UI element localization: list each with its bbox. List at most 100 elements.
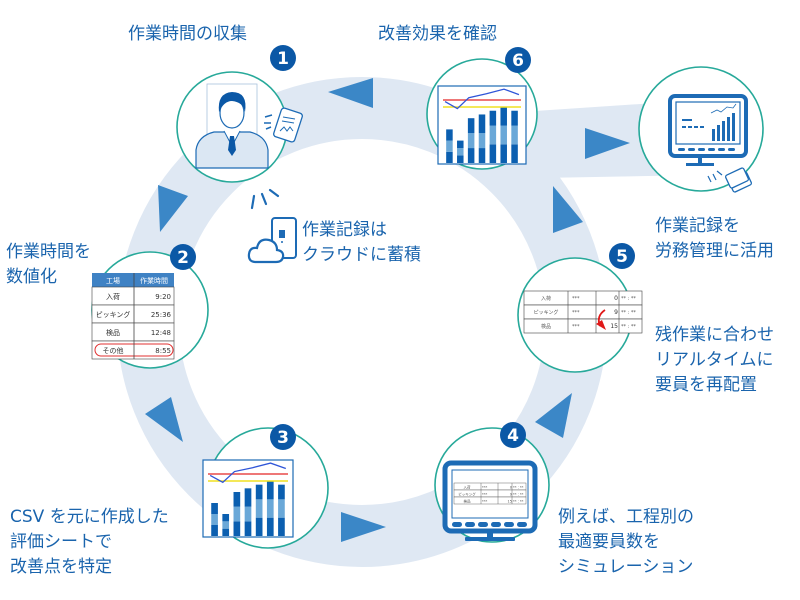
chart-bar-segment: [244, 488, 252, 507]
center-label: 作業記録は クラウドに蓄積: [302, 218, 421, 268]
chart-bar-segment: [266, 499, 274, 518]
table-row: [91, 340, 175, 360]
table-cell-time: ** : **: [513, 500, 524, 504]
chart-bar-segment: [446, 140, 453, 152]
table-cell-time: 12:48: [151, 329, 171, 337]
chart-bar-segment: [233, 506, 241, 522]
monitor-base: [465, 537, 515, 541]
signal-line: [250, 194, 256, 210]
chart-bar-segment: [489, 110, 497, 126]
table-cell-task: その他: [103, 346, 124, 355]
monitor-button: [465, 522, 475, 527]
monitor-screen: [675, 101, 741, 145]
badge-circle: [270, 424, 296, 450]
arrow-2-to-3: [145, 397, 183, 442]
table-cell-time: ** : **: [621, 310, 636, 316]
tablet-line: [282, 116, 296, 120]
monitor-stand: [487, 531, 493, 538]
monitor-stand: [698, 156, 702, 164]
screen-bar: [712, 129, 715, 141]
signal-line: [707, 175, 712, 183]
badge-number: 3: [277, 428, 289, 448]
side-line-2: 労務管理に活用: [655, 241, 774, 261]
table-cell-count: 9: [614, 309, 618, 316]
chart-bar-segment: [266, 481, 274, 500]
chart-bar-segment: [489, 144, 497, 163]
step-6-badge: 6: [505, 47, 531, 73]
arrow-6-to-side: [585, 128, 630, 159]
screen-bar: [722, 121, 725, 141]
table-cell-mask: ***: [572, 310, 580, 316]
screen-bar: [727, 117, 730, 141]
chart-bar-segment: [478, 148, 486, 163]
table-cell-task: 入荷: [541, 295, 551, 302]
person-tie: [228, 136, 236, 156]
step-6-title: 改善効果を確認: [378, 24, 497, 44]
step-4-line-1: 例えば、工程別の: [558, 507, 694, 527]
table-cell-time: ** : **: [513, 486, 524, 490]
step-5-line-2: リアルタイムに: [655, 350, 774, 370]
chart-bar-segment: [467, 118, 475, 134]
step-3-line-3: 改善点を特定: [10, 557, 112, 577]
monitor-button: [517, 522, 527, 527]
step-4-label: 例えば、工程別の 最適要員数を シミュレーション: [558, 505, 694, 580]
table-cell-mask: ***: [482, 486, 488, 490]
badge-circle: [505, 47, 531, 73]
chart-bar-segment: [244, 506, 252, 522]
document-stack: [724, 167, 750, 189]
monitor-base: [686, 163, 714, 166]
chart-bar-segment: [233, 521, 241, 536]
monitor-button: [504, 522, 514, 527]
step-3-line-1: CSV を元に作成した: [10, 507, 169, 527]
table-cell-mask: ***: [482, 500, 488, 504]
arrow-1-to-2: [158, 185, 188, 232]
step-3-label: CSV を元に作成した 評価シートで 改善点を特定: [10, 505, 169, 580]
chart-bar-segment: [211, 503, 218, 514]
chart-bar-segment: [478, 133, 486, 149]
flow-arrows: [145, 78, 630, 542]
table-row: [453, 496, 527, 505]
table-cell-task: ピッキング: [534, 309, 559, 316]
cloud: [247, 238, 285, 264]
step-3-circle: 3: [202, 424, 329, 549]
step-4-badge: 4: [500, 422, 526, 448]
step-1-badge: 1: [270, 45, 296, 71]
tablet: [273, 107, 303, 143]
chart-bar-segment: [222, 514, 230, 522]
table-cell-count: 0: [614, 295, 618, 302]
chart-bar-segment: [500, 125, 507, 145]
table-cell-count: 15: [508, 500, 512, 504]
signal-line: [712, 173, 717, 181]
chart-bar-segment: [500, 144, 507, 163]
signal-line: [716, 170, 723, 176]
center-line-1: 作業記録は: [302, 220, 387, 240]
monitor-button: [718, 148, 725, 151]
chart-bar-segment: [255, 499, 263, 518]
table-cell-time: ** : **: [621, 324, 636, 330]
tablet-line: [281, 120, 295, 124]
table-cell-task: 入荷: [106, 292, 120, 301]
table-cell-time: ** : **: [621, 296, 636, 302]
screen-bar: [717, 125, 720, 141]
badge-number: 4: [507, 426, 519, 446]
chart-bar-segment: [500, 107, 507, 126]
chart-bar-segment: [467, 148, 475, 163]
chart-bar-segment: [222, 521, 230, 529]
badge-circle: [500, 422, 526, 448]
chart-bar-segment: [446, 151, 453, 163]
step-1-label: 作業時間の収集: [128, 22, 247, 47]
monitor-button: [478, 522, 488, 527]
badge-circle: [170, 244, 196, 270]
arrow-3-to-4: [341, 512, 386, 542]
monitor-button: [491, 522, 501, 527]
table-cell-count: 9: [510, 493, 512, 497]
side-circle: [638, 66, 764, 193]
table-cell-task: 検品: [106, 328, 120, 337]
center-line-2: クラウドに蓄積: [302, 245, 421, 265]
screen-trend: [710, 103, 737, 114]
badge-circle: [270, 45, 296, 71]
tablet-signature: [279, 126, 294, 132]
arrow-6-to-1: [328, 78, 373, 108]
